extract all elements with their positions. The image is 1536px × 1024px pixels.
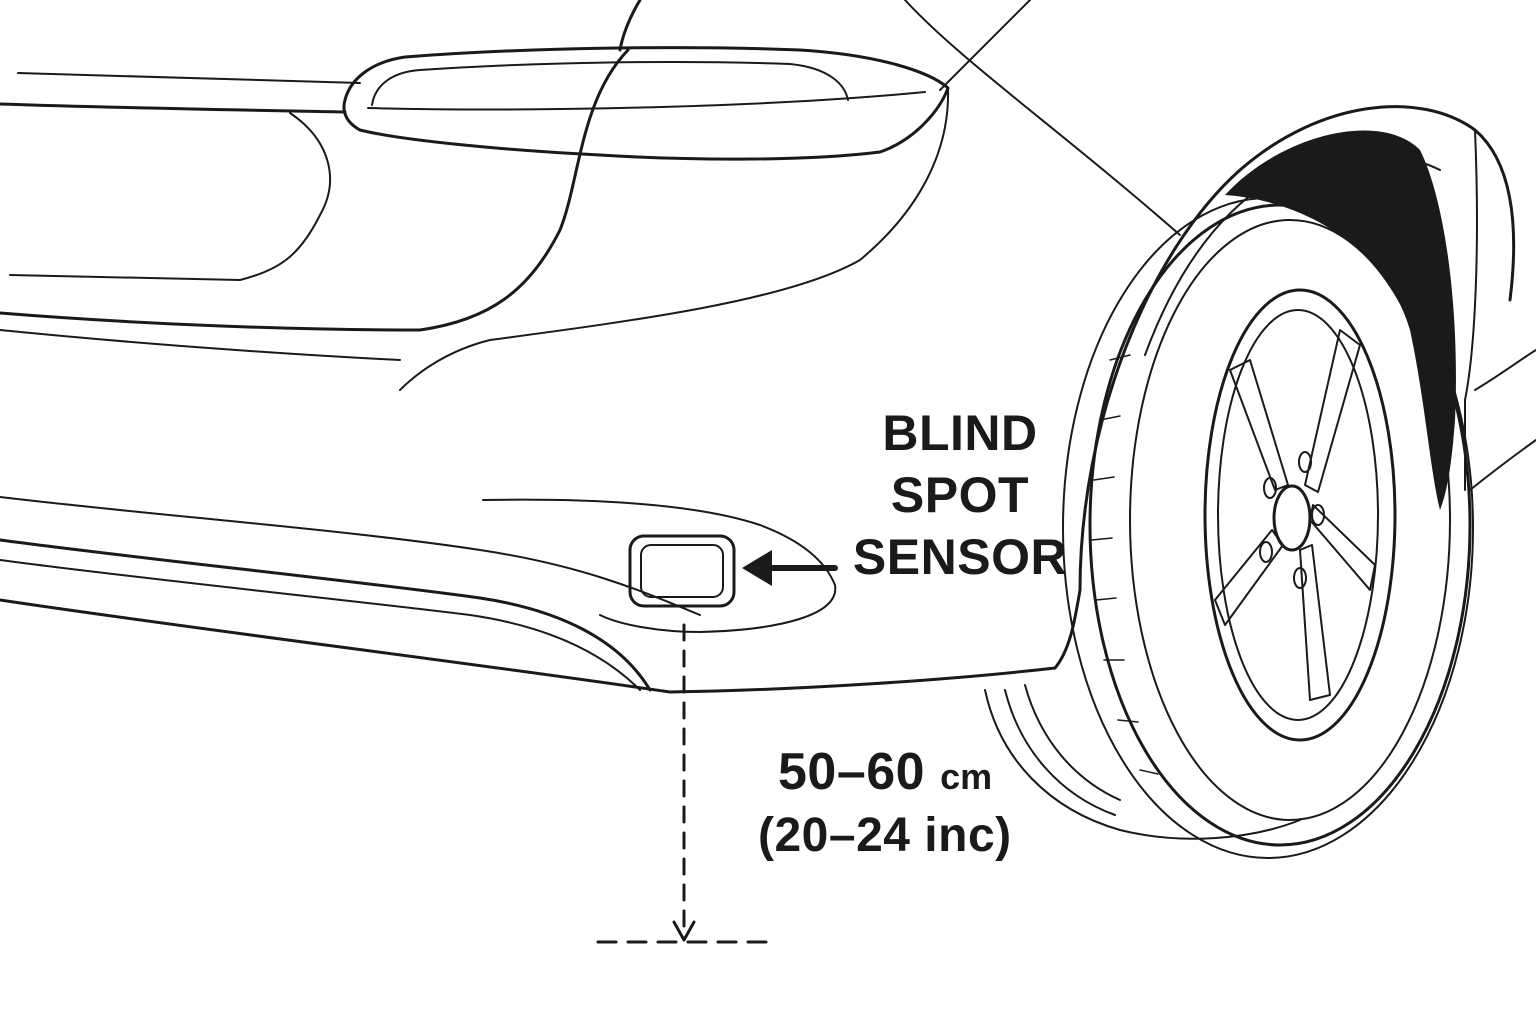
car-body bbox=[0, 0, 1181, 694]
metric-value: 50–60 bbox=[778, 743, 926, 801]
label-line-3: SENSOR bbox=[852, 529, 1068, 585]
wheel-rim bbox=[1203, 288, 1397, 742]
height-dimension-line bbox=[596, 623, 774, 944]
callout-arrow bbox=[742, 550, 838, 586]
metric-unit: cm bbox=[940, 756, 993, 797]
rear-fender bbox=[1078, 105, 1536, 592]
mounting-height-imperial: (20–24 inc) bbox=[758, 809, 1012, 862]
blind-spot-sensor-label: BLIND SPOT SENSOR bbox=[840, 402, 1080, 588]
rear-tire bbox=[984, 197, 1474, 859]
label-line-1: BLIND bbox=[882, 405, 1038, 461]
blind-spot-sensor bbox=[628, 534, 736, 608]
label-line-2: SPOT bbox=[890, 467, 1030, 523]
mounting-height-metric: 50–60 cm bbox=[778, 740, 992, 809]
